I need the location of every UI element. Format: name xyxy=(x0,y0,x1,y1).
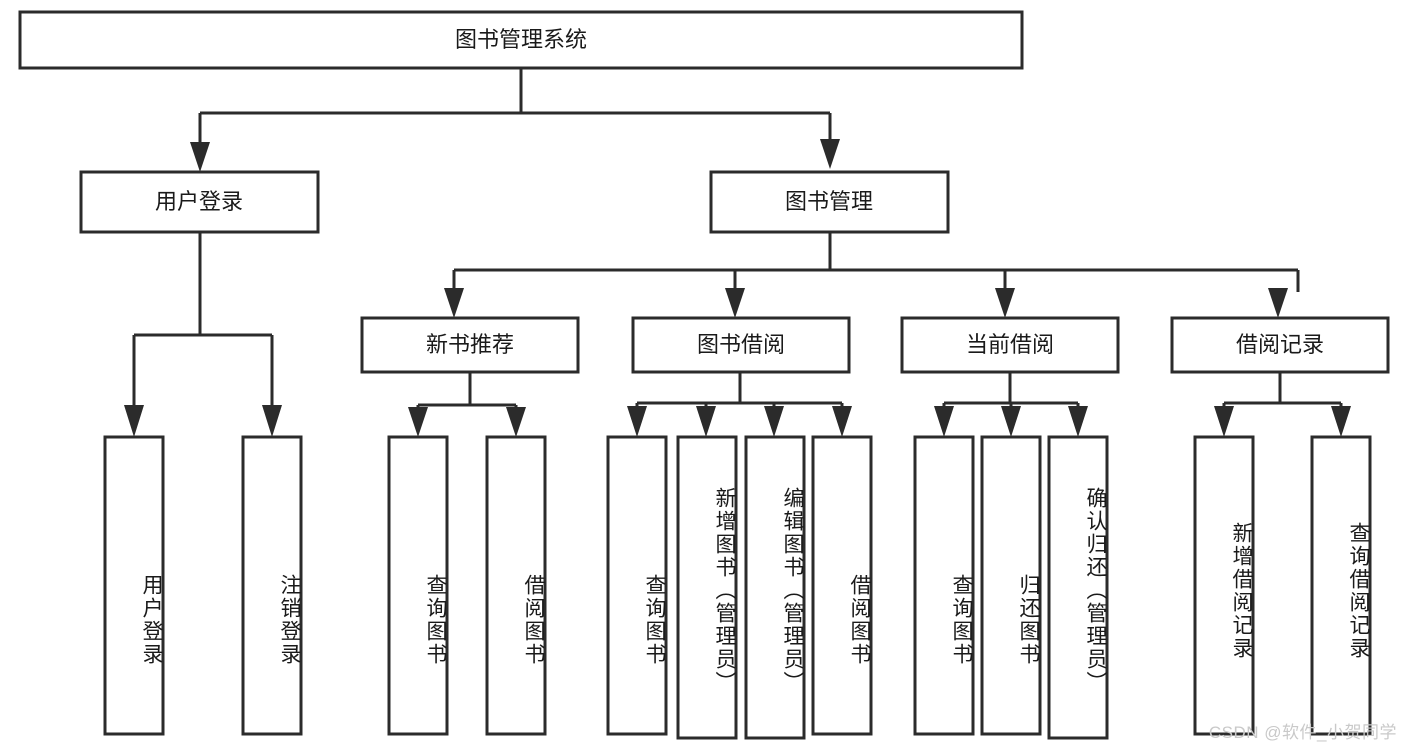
node-box-leaf-query-book-1[interactable] xyxy=(387,435,449,736)
node-new-book-recommend[interactable]: 新书推荐 xyxy=(360,316,580,374)
node-label-user-login: 用户登录 xyxy=(155,189,243,214)
node-current-borrow[interactable]: 当前借阅 xyxy=(900,316,1120,374)
node-box-leaf-query-book-2[interactable] xyxy=(606,435,668,736)
connector-group-new-book-recommend xyxy=(408,372,526,437)
node-box-current-borrow[interactable] xyxy=(900,316,1120,374)
node-label-borrow-record: 借阅记录 xyxy=(1236,332,1324,357)
node-label-book-management: 图书管理 xyxy=(785,189,873,214)
node-box-leaf-edit-book[interactable] xyxy=(744,435,806,740)
node-book-borrow[interactable]: 图书借阅 xyxy=(631,316,851,374)
node-box-root[interactable] xyxy=(18,10,1024,70)
node-box-user-login[interactable] xyxy=(79,170,320,234)
arrow-to-current-borrow xyxy=(995,288,1015,318)
arrow-to-borrow-record xyxy=(1268,288,1288,318)
watermark-text: CSDN @软件_小贺同学 xyxy=(1208,723,1397,742)
arrow-to-user-login xyxy=(190,142,210,172)
node-box-leaf-borrow-book-2[interactable] xyxy=(811,435,873,736)
node-label-new-book-recommend: 新书推荐 xyxy=(426,332,514,357)
arrow-to-leaf-query-record xyxy=(1331,406,1351,437)
node-user-login[interactable]: 用户登录 xyxy=(79,170,320,234)
node-box-leaf-user-login[interactable] xyxy=(103,435,165,736)
connector-group-user-login xyxy=(124,232,282,437)
node-box-leaf-query-book-3[interactable] xyxy=(913,435,975,736)
node-label-root: 图书管理系统 xyxy=(455,27,587,52)
node-label-current-borrow: 当前借阅 xyxy=(966,332,1054,357)
arrow-to-leaf-confirm-return xyxy=(1068,406,1088,437)
node-book-management[interactable]: 图书管理 xyxy=(709,170,950,234)
node-box-book-management[interactable] xyxy=(709,170,950,234)
node-box-leaf-query-record[interactable] xyxy=(1310,435,1372,736)
connector-group-book-borrow xyxy=(627,372,852,437)
node-borrow-record[interactable]: 借阅记录 xyxy=(1170,316,1390,374)
node-book-management-system[interactable]: 图书管理系统 xyxy=(18,10,1024,70)
arrow-to-leaf-borrow-book-2 xyxy=(832,406,852,437)
arrow-to-leaf-borrow-book-1 xyxy=(506,407,526,437)
node-box-leaf-return-book[interactable] xyxy=(980,435,1042,736)
arrow-to-leaf-edit-book xyxy=(764,406,784,437)
connector-group-root xyxy=(190,68,840,172)
node-box-book-borrow[interactable] xyxy=(631,316,851,374)
connector-group-borrow-record xyxy=(1214,372,1351,437)
node-box-leaf-logout-login[interactable] xyxy=(241,435,303,736)
arrow-to-leaf-query-book-1 xyxy=(408,407,428,437)
node-label-book-borrow: 图书借阅 xyxy=(697,332,785,357)
arrow-to-book-management xyxy=(820,139,840,169)
arrow-to-leaf-query-book-3 xyxy=(934,406,954,437)
arrow-to-leaf-user-login xyxy=(124,405,144,437)
arrow-to-leaf-query-book-2 xyxy=(627,406,647,437)
arrow-to-leaf-logout-login xyxy=(262,405,282,437)
node-box-leaf-confirm-return[interactable] xyxy=(1047,435,1109,740)
arrow-to-leaf-add-book xyxy=(696,406,716,437)
connector-group-book-management xyxy=(444,232,1300,318)
node-box-leaf-add-book[interactable] xyxy=(676,435,738,740)
arrow-to-book-borrow xyxy=(725,288,745,318)
node-box-borrow-record[interactable] xyxy=(1170,316,1390,374)
connector-group-current-borrow xyxy=(934,372,1088,437)
node-box-new-book-recommend[interactable] xyxy=(360,316,580,374)
arrow-to-leaf-return-book xyxy=(1001,406,1021,437)
node-box-leaf-borrow-book-1[interactable] xyxy=(485,435,547,736)
arrow-to-leaf-add-record xyxy=(1214,406,1234,437)
arrow-to-new-book-recommend xyxy=(444,288,464,318)
node-box-leaf-add-record[interactable] xyxy=(1193,435,1255,736)
